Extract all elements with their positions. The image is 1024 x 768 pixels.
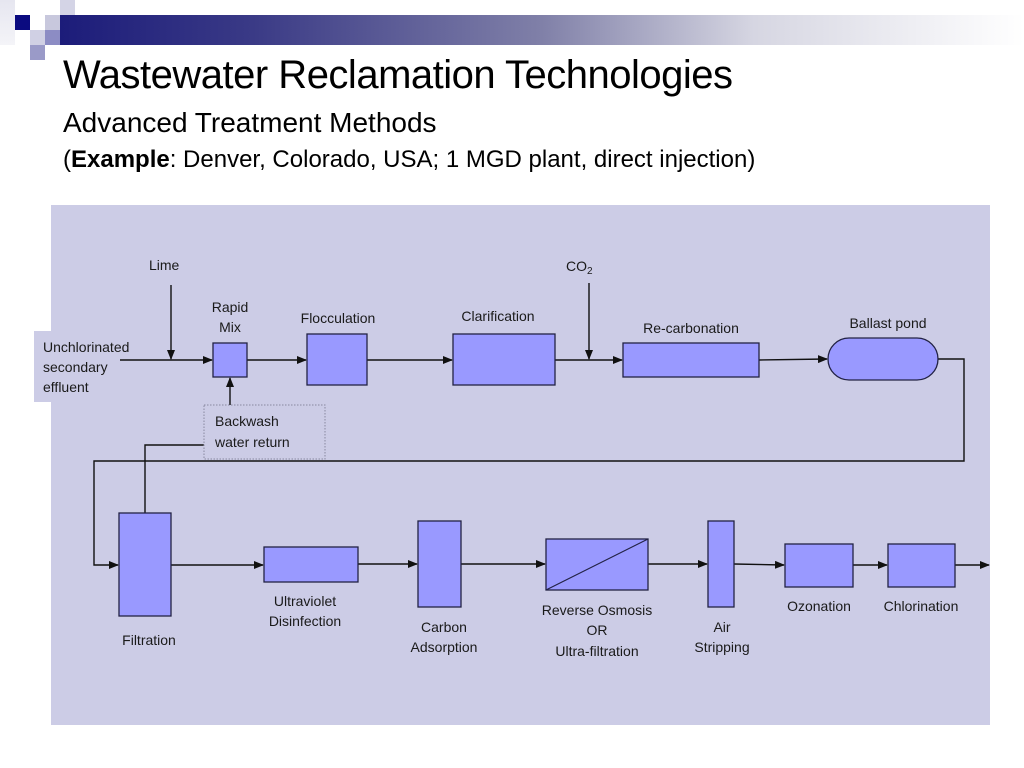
slide-subtitle: Advanced Treatment Methods bbox=[63, 107, 437, 138]
ro-label: OR bbox=[587, 622, 608, 638]
co2-main: CO bbox=[566, 258, 587, 274]
ballast-pond-shape bbox=[827, 337, 939, 381]
example-text: : Denver, Colorado, USA; 1 MGD plant, di… bbox=[169, 146, 756, 173]
flow-line-filtration-to-backwash bbox=[144, 444, 204, 513]
backwash-label-line: water return bbox=[214, 434, 290, 450]
recarbonation-label: Re-carbonation bbox=[643, 320, 739, 336]
membrane-diagonal bbox=[545, 538, 649, 591]
uv-disinfection-box bbox=[263, 546, 359, 583]
ro-label: Reverse Osmosis bbox=[542, 602, 652, 618]
deco-square bbox=[30, 45, 45, 60]
deco-square bbox=[45, 15, 60, 30]
chlorination-label: Chlorination bbox=[884, 598, 959, 614]
deco-square bbox=[60, 0, 75, 15]
carbon-adsorption-box bbox=[417, 520, 462, 608]
example-open-paren: ( bbox=[63, 146, 71, 173]
ozonation-box bbox=[784, 543, 854, 588]
filtration-label: Filtration bbox=[122, 632, 176, 648]
deco-square bbox=[45, 30, 60, 45]
lime-label: Lime bbox=[149, 257, 180, 273]
chlorination-box bbox=[887, 543, 956, 588]
influent-label-line: secondary bbox=[43, 359, 108, 375]
example-bold-label: Example bbox=[71, 146, 170, 173]
carbon-label: Carbon bbox=[421, 619, 467, 635]
rapid-mix-label: Rapid bbox=[212, 299, 249, 315]
slide-title: Wastewater Reclamation Technologies bbox=[63, 53, 733, 97]
diagram-panel bbox=[51, 205, 990, 725]
uv-label: Disinfection bbox=[269, 613, 341, 629]
flow-line-air-to-ozonation bbox=[733, 560, 785, 569]
filtration-box bbox=[118, 512, 172, 617]
rapid-mix-label: Mix bbox=[219, 319, 241, 335]
flocculation-box bbox=[306, 333, 368, 386]
backwash-label-line: Backwash bbox=[215, 413, 279, 429]
recarbonation-box bbox=[622, 342, 760, 378]
carbon-label: Adsorption bbox=[411, 639, 478, 655]
clarification-label: Clarification bbox=[461, 308, 534, 324]
backwash-box bbox=[203, 404, 326, 460]
slide-example-line: (Example: Denver, Colorado, USA; 1 MGD p… bbox=[63, 144, 755, 176]
flow-line-recarbonation-to-ballast bbox=[758, 355, 828, 364]
deco-square bbox=[30, 30, 45, 45]
rapid-mix-box bbox=[212, 342, 248, 378]
air-stripping-label: Stripping bbox=[694, 639, 749, 655]
co2-label: CO2 bbox=[566, 258, 593, 277]
ballast-pond-label: Ballast pond bbox=[849, 315, 926, 331]
header-gradient-bar bbox=[60, 15, 1024, 45]
clarification-box bbox=[452, 333, 556, 386]
uv-label: Ultraviolet bbox=[274, 593, 336, 609]
deco-square bbox=[15, 15, 30, 30]
air-stripping-box bbox=[707, 520, 735, 608]
influent-label-box bbox=[34, 331, 54, 402]
deco-square bbox=[0, 0, 15, 45]
flocculation-label: Flocculation bbox=[301, 310, 376, 326]
influent-label-line: Unchlorinated bbox=[43, 339, 129, 355]
influent-label-line: effluent bbox=[43, 379, 89, 395]
ro-label: Ultra-filtration bbox=[555, 643, 638, 659]
ozonation-label: Ozonation bbox=[787, 598, 851, 614]
co2-subscript: 2 bbox=[587, 266, 593, 277]
air-stripping-label: Air bbox=[713, 619, 730, 635]
flow-line-ballast-to-filtration bbox=[93, 358, 965, 569]
